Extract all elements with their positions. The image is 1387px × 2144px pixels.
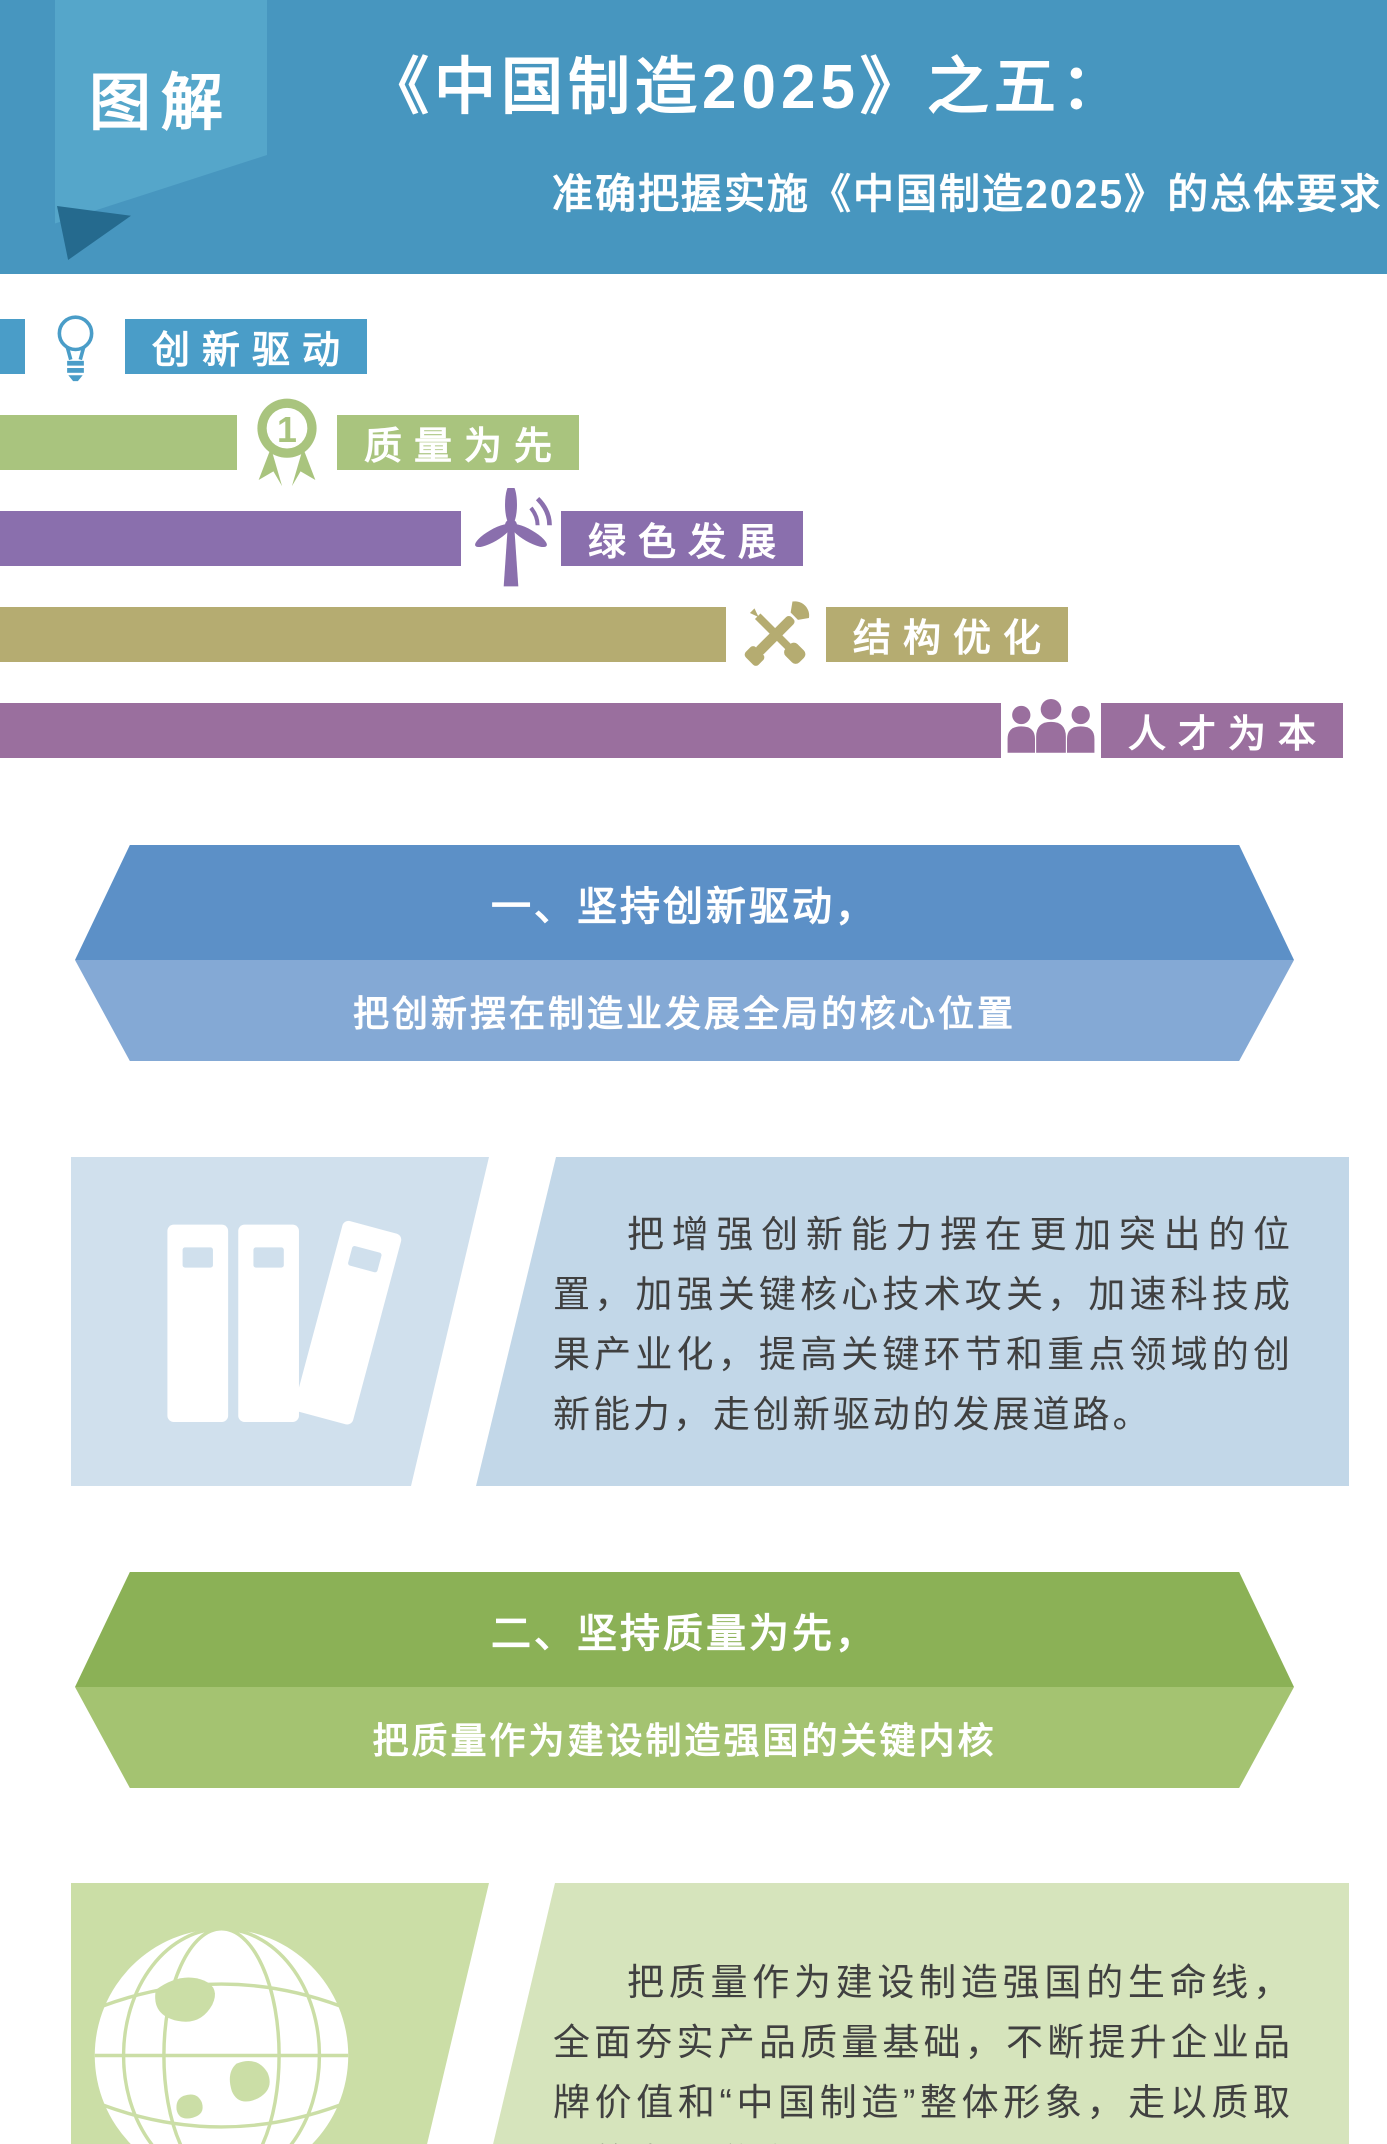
page-title: 《中国制造2025》之五： bbox=[367, 53, 1128, 122]
ribbon-fold bbox=[57, 206, 131, 260]
medal-icon: 1 bbox=[237, 396, 337, 490]
principle-bar bbox=[0, 703, 1001, 758]
principle-bar bbox=[0, 607, 726, 662]
wind-turbine-icon bbox=[461, 488, 561, 589]
principle-label: 创新驱动 bbox=[125, 319, 367, 374]
text-panel: 把质量作为建设制造强国的生命线，全面夯实产品质量基础，不断提升企业品牌价值和“中… bbox=[370, 1883, 1349, 2144]
principle-label: 结构优化 bbox=[826, 607, 1068, 662]
principle-row-innovation: 创新驱动 bbox=[0, 315, 1387, 382]
ribbon-badge: 图解 bbox=[55, 0, 267, 224]
binders-icon bbox=[147, 1217, 413, 1427]
section-banner-quality: 二、坚持质量为先， 把质量作为建设制造强国的关键内核 bbox=[75, 1572, 1294, 1788]
icon-tile bbox=[71, 1883, 489, 2144]
content-block-innovation: 把增强创新能力摆在更加突出的位置，加强关键核心技术攻关，加速科技成果产业化，提高… bbox=[0, 1157, 1387, 1486]
people-icon bbox=[1001, 695, 1101, 767]
section-body-text: 把质量作为建设制造强国的生命线，全面夯实产品质量基础，不断提升企业品牌价值和“中… bbox=[553, 1962, 1293, 2144]
principle-label: 绿色发展 bbox=[561, 511, 803, 566]
banner-subheading: 把创新摆在制造业发展全局的核心位置 bbox=[75, 960, 1294, 1061]
ribbon-label: 图解 bbox=[88, 69, 233, 138]
principle-row-green: 绿色发展 bbox=[0, 488, 1387, 587]
content-block-quality: 把质量作为建设制造强国的生命线，全面夯实产品质量基础，不断提升企业品牌价值和“中… bbox=[0, 1883, 1387, 2144]
header-banner: 图解 《中国制造2025》之五： 准确把握实施《中国制造2025》的总体要求 bbox=[0, 0, 1387, 274]
banner-heading: 一、坚持创新驱动， bbox=[75, 845, 1294, 960]
banner-subheading: 把质量作为建设制造强国的关键内核 bbox=[75, 1687, 1294, 1788]
section-banner-innovation: 一、坚持创新驱动， 把创新摆在制造业发展全局的核心位置 bbox=[75, 845, 1294, 1061]
tools-icon bbox=[726, 593, 826, 676]
principle-bar bbox=[0, 319, 25, 374]
principle-row-structure: 结构优化 bbox=[0, 601, 1387, 666]
principle-row-talent: 人才为本 bbox=[0, 698, 1387, 758]
section-body-text: 把增强创新能力摆在更加突出的位置，加强关键核心技术攻关，加速科技成果产业化，提高… bbox=[553, 1214, 1293, 1435]
principle-row-quality: 1 质量为先 bbox=[0, 398, 1387, 486]
principle-bar bbox=[0, 415, 237, 470]
principle-label: 人才为本 bbox=[1101, 703, 1343, 758]
globe-icon bbox=[89, 1923, 354, 2144]
page-subtitle: 准确把握实施《中国制造2025》的总体要求 bbox=[552, 171, 1383, 217]
icon-tile bbox=[71, 1157, 489, 1486]
text-panel: 把增强创新能力摆在更加突出的位置，加强关键核心技术攻关，加速科技成果产业化，提高… bbox=[476, 1157, 1349, 1486]
principles-list: 创新驱动 1 质量为先 bbox=[0, 315, 1387, 799]
principle-bar bbox=[0, 511, 461, 566]
principle-label: 质量为先 bbox=[337, 415, 579, 470]
banner-heading: 二、坚持质量为先， bbox=[75, 1572, 1294, 1687]
lightbulb-icon bbox=[25, 311, 125, 382]
svg-text:1: 1 bbox=[277, 409, 297, 449]
